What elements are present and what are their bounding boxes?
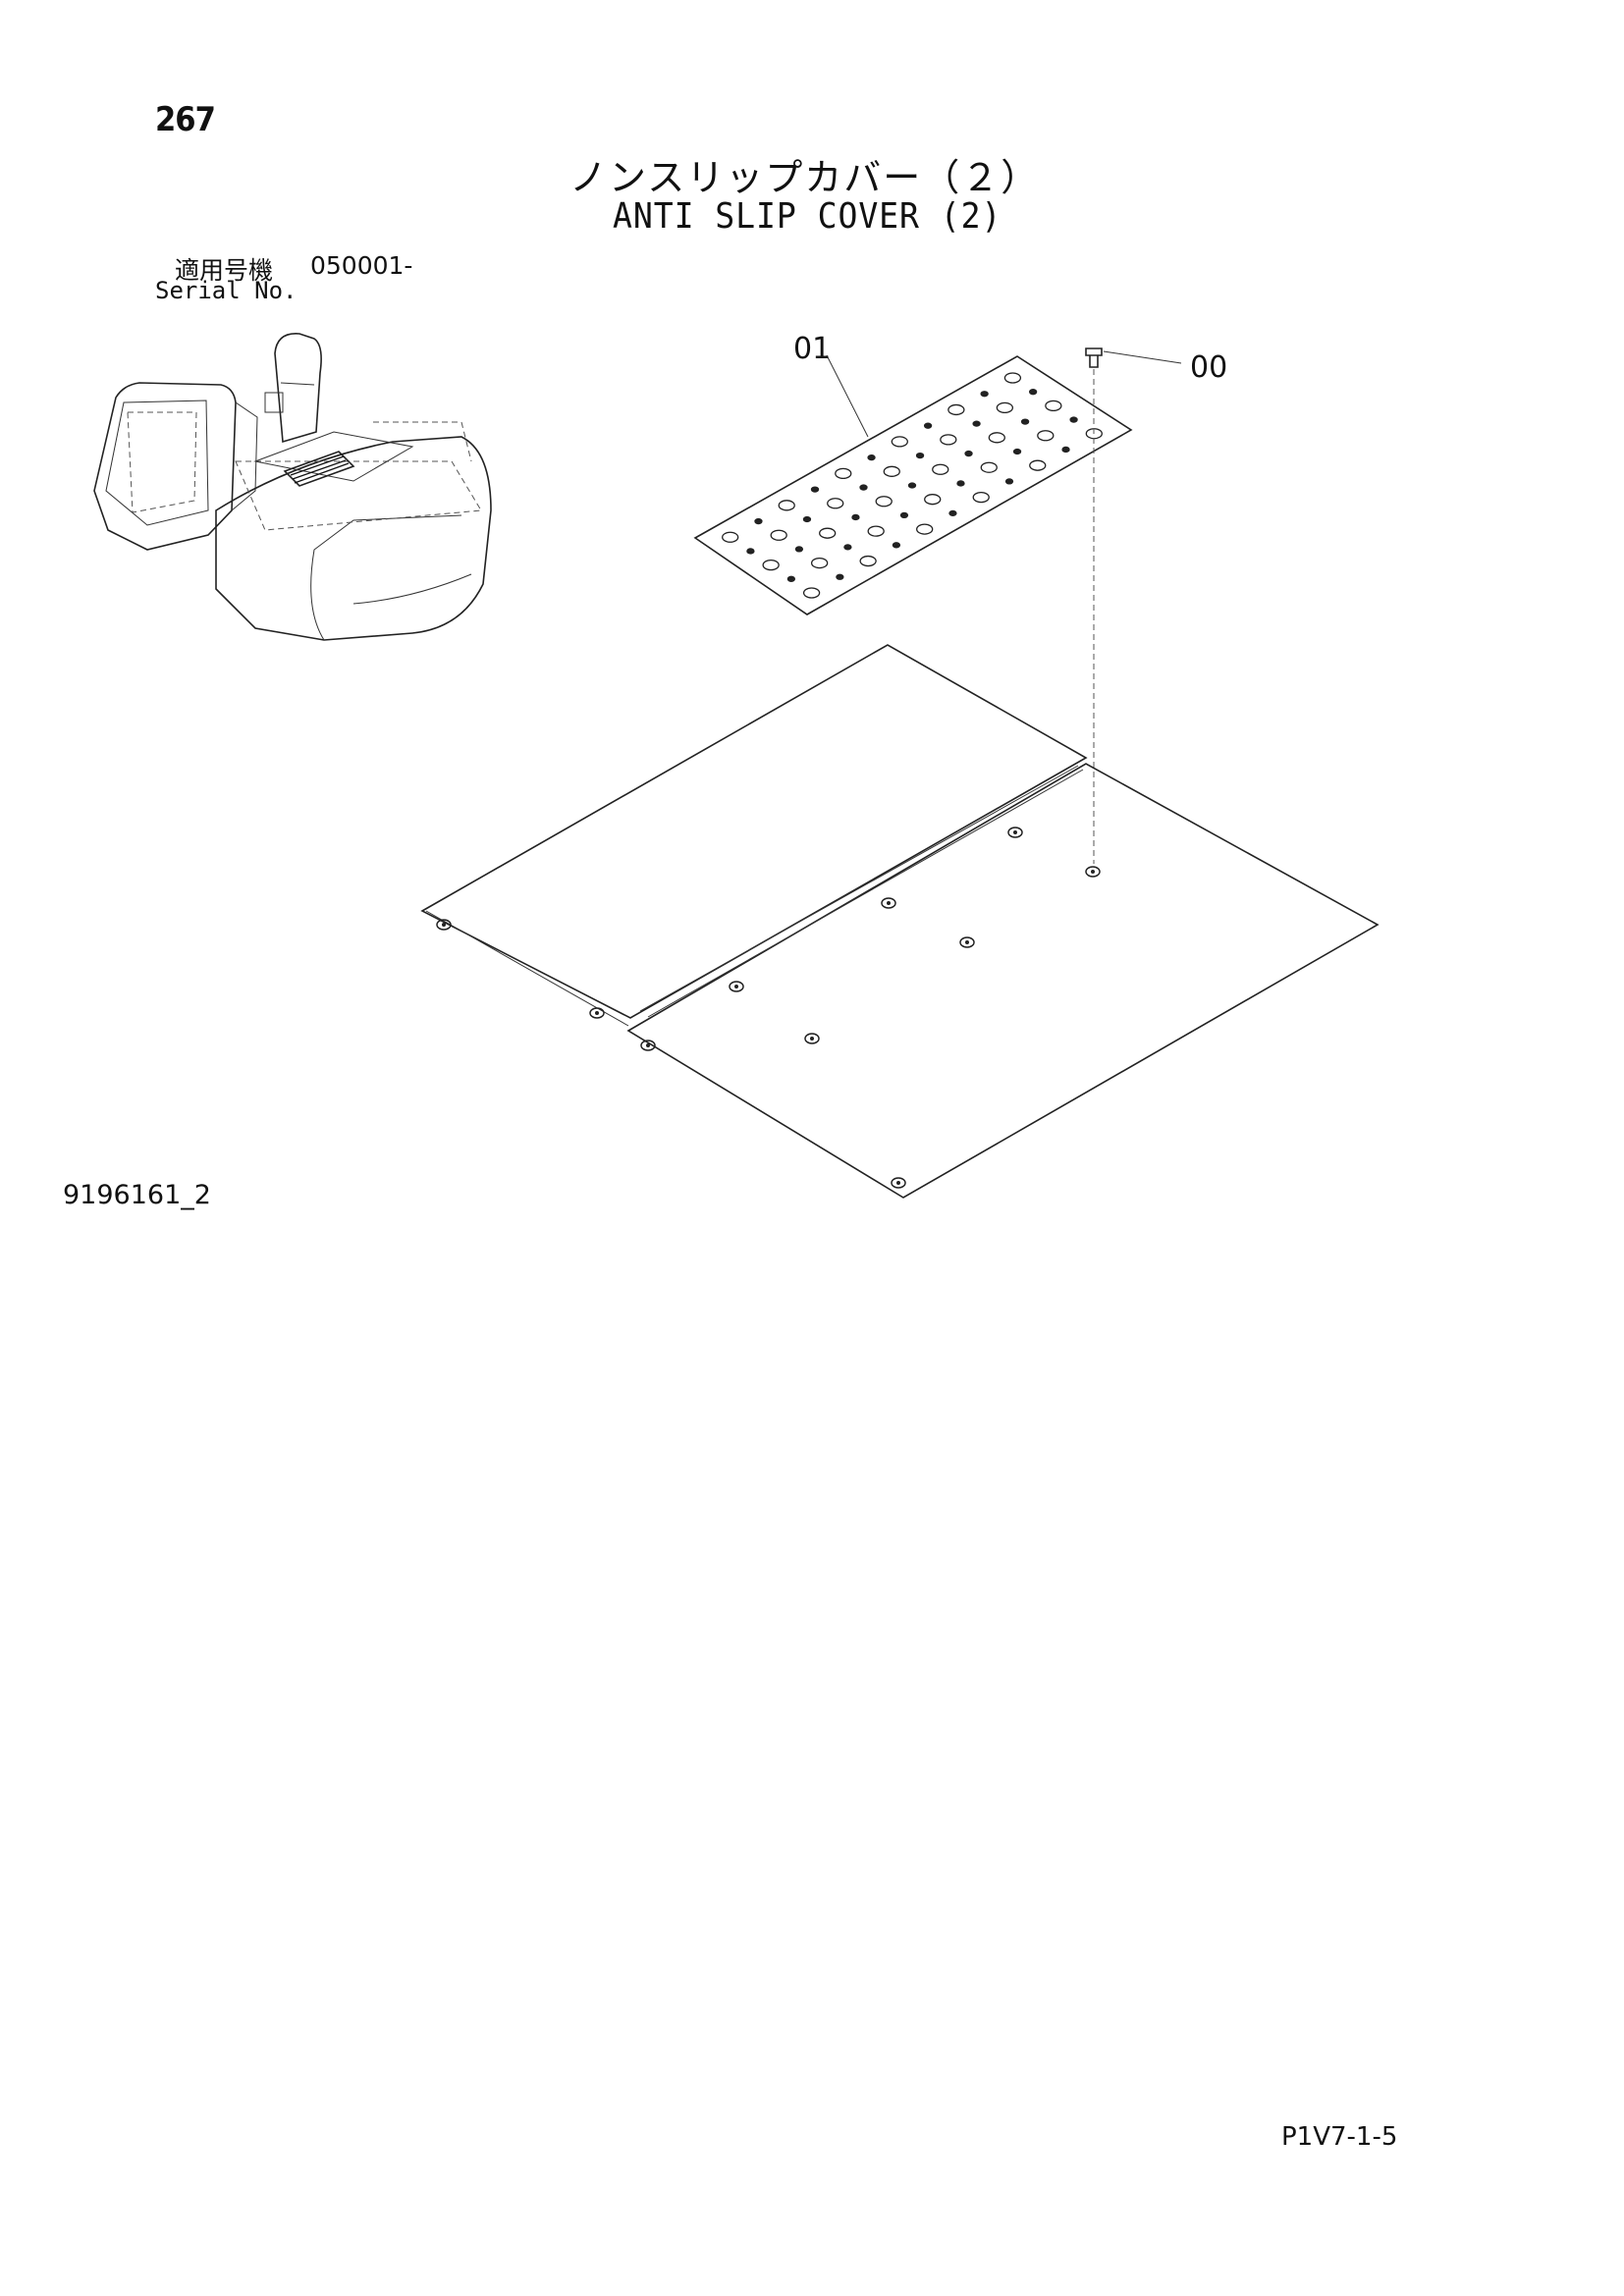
plate-dimple [762, 559, 780, 571]
plate-dimple [916, 523, 934, 535]
plate-dimple [1012, 448, 1022, 455]
plate-dimple [956, 480, 965, 487]
plate-dimple [1029, 459, 1047, 471]
serial-label-english: Serial No. [155, 277, 298, 304]
plate-dimple [1003, 372, 1022, 384]
fastener-center [646, 1043, 650, 1047]
plate-dimple [980, 461, 998, 473]
fastener-hole [804, 1033, 820, 1044]
plate-dimple [891, 436, 908, 448]
plate-dimple [802, 587, 821, 599]
plate-dimple [1004, 478, 1014, 485]
plate-dimple [810, 486, 820, 493]
machine-overview-illustration [93, 333, 492, 641]
plate-dimple [770, 529, 787, 541]
fastener-center [965, 940, 969, 944]
plate-dimple [972, 491, 990, 504]
plate-dimple [1069, 416, 1078, 423]
plate-dimple [907, 482, 917, 489]
plate-dimple [722, 531, 739, 543]
plate-dimple [1020, 418, 1030, 425]
plate-dimple [810, 557, 829, 569]
plate-dimple [923, 422, 933, 429]
plate-dimple [932, 463, 949, 475]
plate-dimple [988, 432, 1005, 444]
serial-value: 050001- [310, 251, 413, 280]
plate-dimple [980, 391, 989, 398]
fastener-hole [589, 1007, 605, 1019]
fastener-hole [959, 936, 975, 948]
page-number: 267 [155, 100, 216, 139]
fastener-center [887, 901, 891, 905]
fastener-hole [1007, 827, 1023, 838]
title-japanese: ノンスリップカバー（２） [569, 156, 1041, 199]
plate-dimple [1028, 389, 1038, 396]
plate-dimple [867, 454, 876, 461]
fastener-hole [436, 919, 452, 931]
plate-dimple [867, 525, 885, 537]
plate-dimple [819, 527, 837, 539]
plate-dimple [972, 420, 981, 427]
plate-dimple [836, 573, 844, 580]
plate-dimple [754, 517, 763, 525]
bolt [1085, 347, 1182, 368]
plate-dimple [851, 513, 860, 521]
plate-dimple [915, 452, 925, 459]
plate-dimple [827, 498, 844, 509]
plate-dimple [947, 403, 965, 416]
plate-dimple [964, 450, 973, 457]
fastener-hole [881, 897, 896, 909]
fastener-hole [1085, 866, 1101, 878]
fastener-hole [891, 1177, 906, 1189]
plate-dimple [843, 544, 852, 551]
floor-panels [420, 644, 1380, 1199]
plate-dimple [1037, 430, 1055, 442]
floor-fasteners [436, 827, 1101, 1189]
plate-dimple [1061, 446, 1070, 454]
plate-dimple [924, 494, 942, 506]
callout-plate: 01 [793, 332, 832, 366]
title-english: ANTI SLIP COVER (2) [613, 196, 1002, 237]
plate-dimple [892, 542, 901, 549]
plate-dimple [948, 509, 957, 517]
fastener-center [1091, 870, 1095, 874]
plate-dimple [859, 484, 868, 491]
plate-dimple [778, 500, 795, 511]
serial-label-japanese: 適用号機 [175, 256, 274, 285]
fastener-hole [729, 981, 744, 992]
plate-dimple [996, 401, 1014, 414]
plate-dimple [802, 515, 812, 523]
plate-dimple [940, 434, 957, 446]
fastener-center [896, 1181, 900, 1185]
fastener-center [1013, 830, 1017, 834]
plate-dimple [883, 465, 900, 477]
plate-dimple [875, 496, 893, 507]
plate-dimple [899, 511, 909, 519]
callout-bolt: 00 [1190, 350, 1228, 385]
plate-dimple [1045, 400, 1062, 412]
drawing-number: 9196161_2 [63, 1180, 211, 1210]
plate-dimple [786, 575, 796, 582]
leader-line-01 [826, 354, 869, 438]
fastener-center [810, 1037, 814, 1041]
plate-dimple [835, 467, 852, 480]
plate-dimple [859, 555, 877, 567]
fastener-center [595, 1011, 599, 1015]
fastener-center [734, 985, 738, 988]
page-code: P1V7-1-5 [1281, 2122, 1398, 2152]
anti-slip-plate [693, 355, 1133, 615]
fastener-hole [640, 1040, 656, 1051]
plate-dimple [794, 546, 804, 553]
plate-dimple [746, 548, 755, 555]
fastener-center [442, 923, 446, 927]
